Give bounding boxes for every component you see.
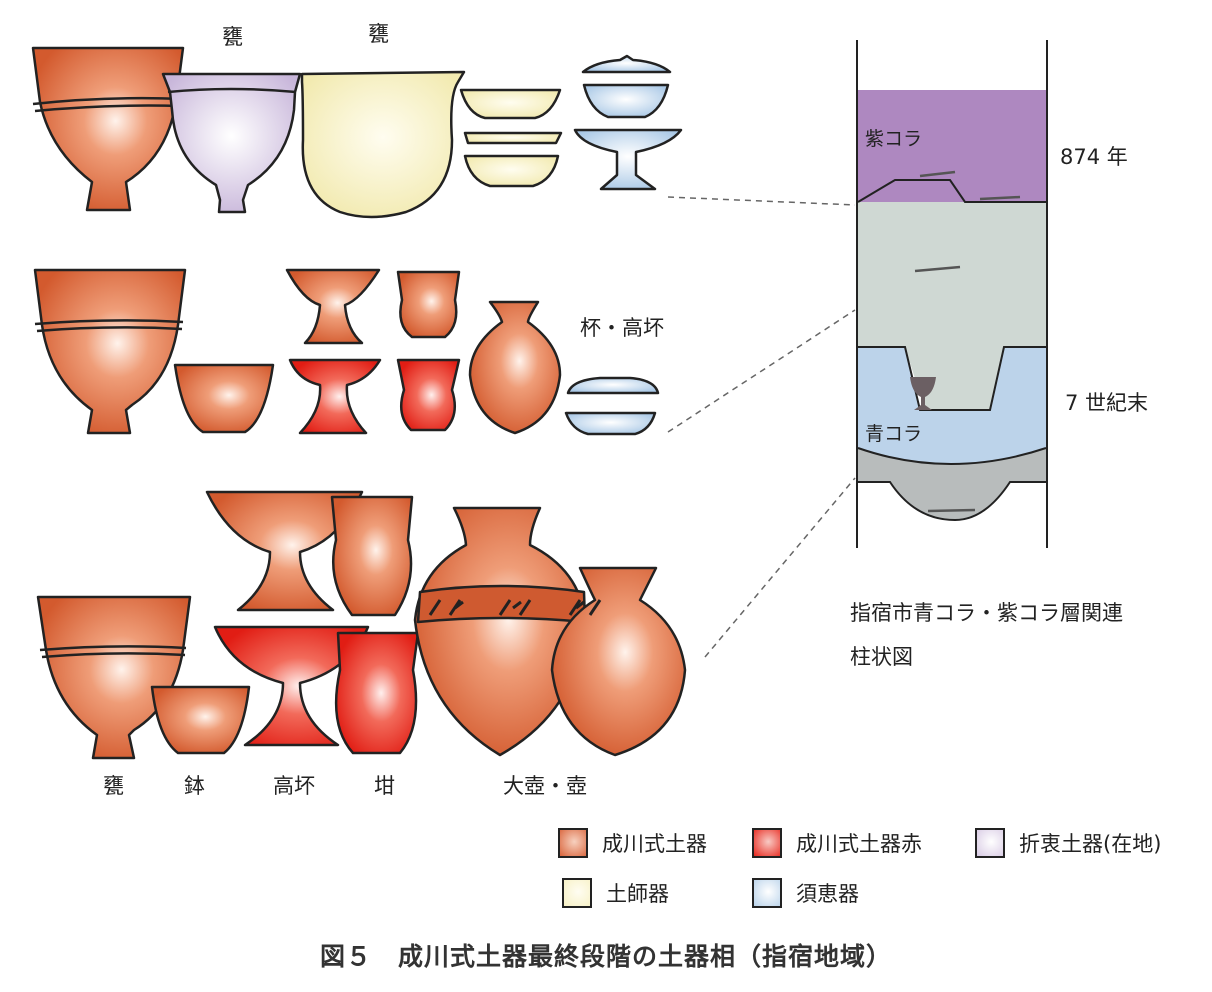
label-takatsuki: 高坏	[273, 774, 315, 798]
legend-label: 須恵器	[796, 882, 859, 906]
kan-orange	[330, 495, 414, 617]
takatsuki-orange	[285, 268, 381, 345]
sue-lid	[581, 54, 672, 74]
label-tsubo: 大壺・壺	[503, 774, 587, 798]
legend-label: 土師器	[606, 882, 669, 906]
takatsuki-orange	[205, 490, 364, 612]
column-caption-2: 柱状図	[850, 645, 913, 669]
kan-red	[334, 631, 420, 755]
buried-cup	[910, 377, 936, 410]
connector-lines	[667, 196, 856, 658]
tsubo-orange	[468, 300, 562, 435]
label-kame-top-2: 甕	[368, 22, 389, 46]
swatch-setchu	[975, 828, 1005, 858]
figure-caption: 図５ 成川式土器最終段階の土器相（指宿地域）	[319, 942, 892, 971]
rim-band	[39, 645, 187, 652]
swatch-narikawa-red	[752, 828, 782, 858]
legend-setchu: 折衷土器(在地)	[975, 828, 1161, 858]
hachi-bowl	[150, 685, 251, 755]
layer-gray-green	[858, 202, 1046, 410]
date-874: 874 年	[1060, 145, 1128, 169]
swatch-haji	[562, 878, 592, 908]
layer-gray-bottom	[858, 448, 1046, 520]
label-kame: 甕	[103, 774, 124, 798]
swatch-narikawa	[558, 828, 588, 858]
large-tsubo-band	[416, 584, 587, 624]
hachi-bowl	[173, 363, 275, 434]
kan-orange	[396, 270, 461, 339]
legend-narikawa-red: 成川式土器赤	[752, 828, 922, 858]
legend-label: 折衷土器(在地)	[1019, 832, 1162, 856]
kame-jar-orange	[33, 268, 187, 435]
layer-blue	[858, 347, 1046, 464]
sue-bowl	[582, 83, 670, 119]
rim-band	[167, 87, 297, 94]
label-kan: 坩	[374, 774, 395, 798]
takatsuki-red	[213, 625, 370, 747]
legend-label: 成川式土器赤	[796, 832, 922, 856]
kame-jar-orange	[31, 46, 185, 212]
shard-marks	[914, 170, 1021, 513]
legend-sue: 須恵器	[752, 878, 859, 908]
column-caption-1: 指宿市青コラ・紫コラ層関連	[850, 601, 1123, 625]
haji-bowl	[463, 154, 560, 188]
stratigraphic-column	[856, 40, 1048, 548]
label-hachi: 鉢	[184, 774, 205, 798]
date-7c: 7 世紀末	[1065, 391, 1149, 415]
haji-bowl	[463, 131, 563, 145]
legend-haji: 土師器	[562, 878, 669, 908]
swatch-sue	[752, 878, 782, 908]
sue-bowl	[564, 411, 657, 436]
layer-purple-mound	[858, 180, 965, 202]
sue-stand-cup	[573, 128, 683, 191]
rim-band	[41, 652, 186, 659]
kame-jar-yellow	[300, 70, 466, 219]
kame-jar-purple	[161, 72, 302, 214]
layer-purple-label: 紫コラ	[865, 128, 923, 150]
legend-narikawa: 成川式土器	[558, 828, 707, 858]
label-kame-top-1: 甕	[222, 25, 243, 49]
rim-band	[34, 319, 184, 326]
kan-red	[396, 358, 461, 432]
rim-band	[32, 96, 184, 106]
band-pattern	[428, 599, 602, 616]
haji-bowl	[459, 88, 562, 120]
layer-blue-label: 青コラ	[865, 423, 923, 445]
kame-jar-orange	[36, 595, 192, 760]
rim-band	[34, 104, 182, 113]
sue-lid	[566, 376, 660, 395]
large-tsubo	[413, 506, 587, 757]
label-cup-takatsuki: 杯・高坏	[580, 316, 664, 340]
legend-label: 成川式土器	[602, 832, 707, 856]
rim-band	[36, 326, 183, 333]
takatsuki-red	[288, 358, 382, 435]
tsubo-orange	[550, 566, 687, 757]
